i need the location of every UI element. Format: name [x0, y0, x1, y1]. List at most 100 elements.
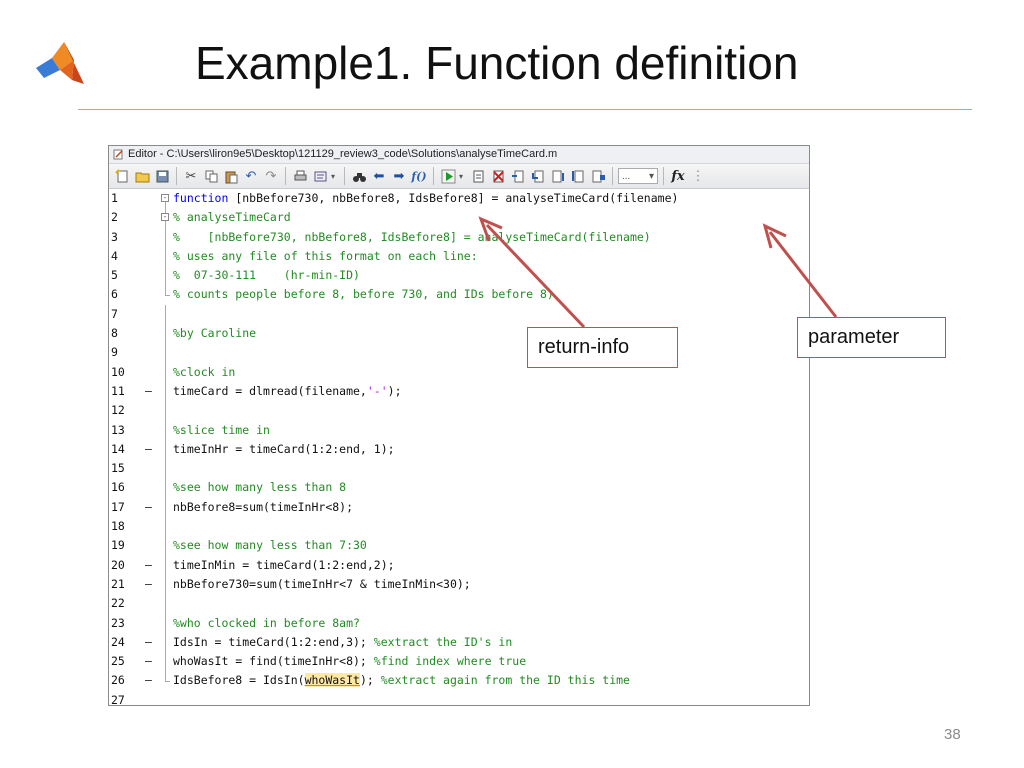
step-out-icon[interactable]	[549, 167, 567, 185]
breakpoint-marker[interactable]	[145, 459, 159, 478]
chevron-down-icon[interactable]: ▾	[331, 171, 336, 181]
code-text[interactable]: % analyseTimeCard	[173, 208, 809, 227]
breakpoint-marker[interactable]: —	[145, 499, 152, 514]
code-line[interactable]: 18	[109, 517, 809, 537]
code-text[interactable]: nbBefore730=sum(timeInHr<7 & timeInMin<3…	[173, 575, 809, 594]
breakpoint-marker[interactable]: —	[145, 441, 152, 456]
code-text[interactable]	[173, 594, 809, 613]
code-fold-gutter[interactable]: -	[159, 189, 173, 209]
code-line[interactable]: 12	[109, 401, 809, 421]
fold-toggle-icon[interactable]: -	[161, 193, 169, 202]
set-breakpoint-icon[interactable]	[469, 167, 487, 185]
code-text[interactable]: % counts people before 8, before 730, an…	[173, 285, 809, 304]
code-text[interactable]: %who clocked in before 8am?	[173, 614, 809, 633]
cut-icon[interactable]: ✂	[185, 168, 197, 183]
breakpoint-marker[interactable]	[145, 614, 159, 633]
save-icon[interactable]	[153, 167, 171, 185]
forward-arrow-icon[interactable]: ➡	[393, 168, 405, 183]
code-line[interactable]: 21—nbBefore730=sum(timeInHr<7 & timeInMi…	[109, 574, 809, 595]
breakpoint-marker[interactable]	[145, 305, 159, 324]
code-line[interactable]: 9	[109, 343, 809, 363]
code-line[interactable]: 6% counts people before 8, before 730, a…	[109, 285, 809, 304]
breakpoint-marker[interactable]	[145, 517, 159, 536]
code-text[interactable]: %see how many less than 7:30	[173, 536, 809, 555]
chevron-down-icon[interactable]: ▾	[459, 171, 464, 181]
step-in-icon[interactable]	[529, 167, 547, 185]
code-line[interactable]: 5% 07-30-111 (hr-min-ID)	[109, 266, 809, 286]
breakpoint-marker[interactable]	[145, 401, 159, 420]
code-text[interactable]	[173, 691, 809, 705]
paste-icon[interactable]	[222, 167, 240, 185]
code-line[interactable]: 10%clock in	[109, 362, 809, 382]
code-line[interactable]: 1-function [nbBefore730, nbBefore8, IdsB…	[109, 189, 809, 209]
function-browser-icon[interactable]: f()	[411, 169, 427, 183]
breakpoint-marker[interactable]	[145, 478, 159, 497]
code-text[interactable]: %slice time in	[173, 421, 809, 440]
code-text[interactable]: timeCard = dlmread(filename,'-');	[173, 382, 809, 401]
code-line[interactable]: 11—timeCard = dlmread(filename,'-');	[109, 381, 809, 402]
breakpoint-marker[interactable]	[145, 228, 159, 247]
code-line[interactable]: 20—timeInMin = timeCard(1:2:end,2);	[109, 555, 809, 575]
code-line[interactable]: 7	[109, 304, 809, 325]
code-line[interactable]: 8%by Caroline	[109, 324, 809, 344]
comment-icon[interactable]	[311, 167, 329, 185]
code-line[interactable]: 3% [nbBefore730, nbBefore8, IdsBefore8] …	[109, 227, 809, 247]
breakpoint-marker[interactable]	[145, 691, 159, 705]
code-text[interactable]: nbBefore8=sum(timeInHr<8);	[173, 498, 809, 517]
fold-toggle-icon[interactable]: -	[161, 212, 169, 222]
code-text[interactable]: timeInHr = timeCard(1:2:end, 1);	[173, 440, 809, 459]
code-fold-gutter[interactable]: -	[159, 208, 173, 228]
code-line[interactable]: 15	[109, 459, 809, 479]
code-line[interactable]: 26—IdsBefore8 = IdsIn(whoWasIt); %extrac…	[109, 671, 809, 690]
code-text[interactable]: % 07-30-111 (hr-min-ID)	[173, 266, 809, 285]
stack-dropdown[interactable]: ...▾	[618, 168, 658, 184]
code-line[interactable]: 13%slice time in	[109, 420, 809, 440]
breakpoint-marker[interactable]	[145, 421, 159, 440]
redo-icon[interactable]: ↷	[265, 168, 277, 183]
code-text[interactable]: IdsIn = timeCard(1:2:end,3); %extract th…	[173, 633, 809, 652]
run-icon[interactable]	[439, 167, 457, 185]
find-binoculars-icon[interactable]	[350, 167, 368, 185]
print-icon[interactable]	[291, 167, 309, 185]
code-line[interactable]: 23%who clocked in before 8am?	[109, 613, 809, 633]
code-line[interactable]: 24—IdsIn = timeCard(1:2:end,3); %extract…	[109, 632, 809, 653]
code-line[interactable]: 16%see how many less than 8	[109, 478, 809, 498]
breakpoint-marker[interactable]: —	[145, 634, 152, 649]
code-line[interactable]: 25—whoWasIt = find(timeInHr<8); %find in…	[109, 652, 809, 672]
breakpoint-marker[interactable]	[145, 363, 159, 382]
code-text[interactable]: whoWasIt = find(timeInHr<8); %find index…	[173, 652, 809, 671]
code-line[interactable]: 14—timeInHr = timeCard(1:2:end, 1);	[109, 439, 809, 460]
undo-icon[interactable]: ↶	[245, 168, 257, 183]
breakpoint-marker[interactable]	[145, 594, 159, 613]
code-text[interactable]: IdsBefore8 = IdsIn(whoWasIt); %extract a…	[173, 671, 809, 690]
open-folder-icon[interactable]	[133, 167, 151, 185]
code-line[interactable]: 2-% analyseTimeCard	[109, 208, 809, 228]
code-text[interactable]	[173, 459, 809, 478]
clear-breakpoints-icon[interactable]	[489, 167, 507, 185]
code-line[interactable]: 4% uses any file of this format on each …	[109, 246, 809, 267]
breakpoint-marker[interactable]	[145, 324, 159, 343]
breakpoint-marker[interactable]	[145, 343, 159, 362]
code-text[interactable]: timeInMin = timeCard(1:2:end,2);	[173, 556, 809, 575]
fx-button[interactable]: fx	[671, 168, 685, 184]
breakpoint-marker[interactable]	[145, 247, 159, 266]
step-icon[interactable]	[509, 167, 527, 185]
copy-icon[interactable]	[202, 167, 220, 185]
code-line[interactable]: 22	[109, 594, 809, 614]
breakpoint-marker[interactable]: —	[145, 383, 152, 398]
code-text[interactable]: function [nbBefore730, nbBefore8, IdsBef…	[173, 189, 809, 208]
code-text[interactable]	[173, 517, 809, 536]
breakpoint-marker[interactable]	[145, 208, 159, 227]
code-area[interactable]: 1-function [nbBefore730, nbBefore8, IdsB…	[109, 189, 809, 705]
code-text[interactable]: %by Caroline	[173, 324, 809, 343]
code-line[interactable]: 17—nbBefore8=sum(timeInHr<8);	[109, 497, 809, 518]
code-text[interactable]	[173, 343, 809, 362]
code-text[interactable]: %see how many less than 8	[173, 478, 809, 497]
breakpoint-marker[interactable]	[145, 266, 159, 285]
code-text[interactable]	[173, 305, 809, 324]
code-line[interactable]: 19%see how many less than 7:30	[109, 536, 809, 556]
code-text[interactable]	[173, 401, 809, 420]
code-text[interactable]: % uses any file of this format on each l…	[173, 247, 809, 266]
breakpoint-marker[interactable]: —	[145, 576, 152, 591]
breakpoint-marker[interactable]: —	[145, 673, 152, 688]
